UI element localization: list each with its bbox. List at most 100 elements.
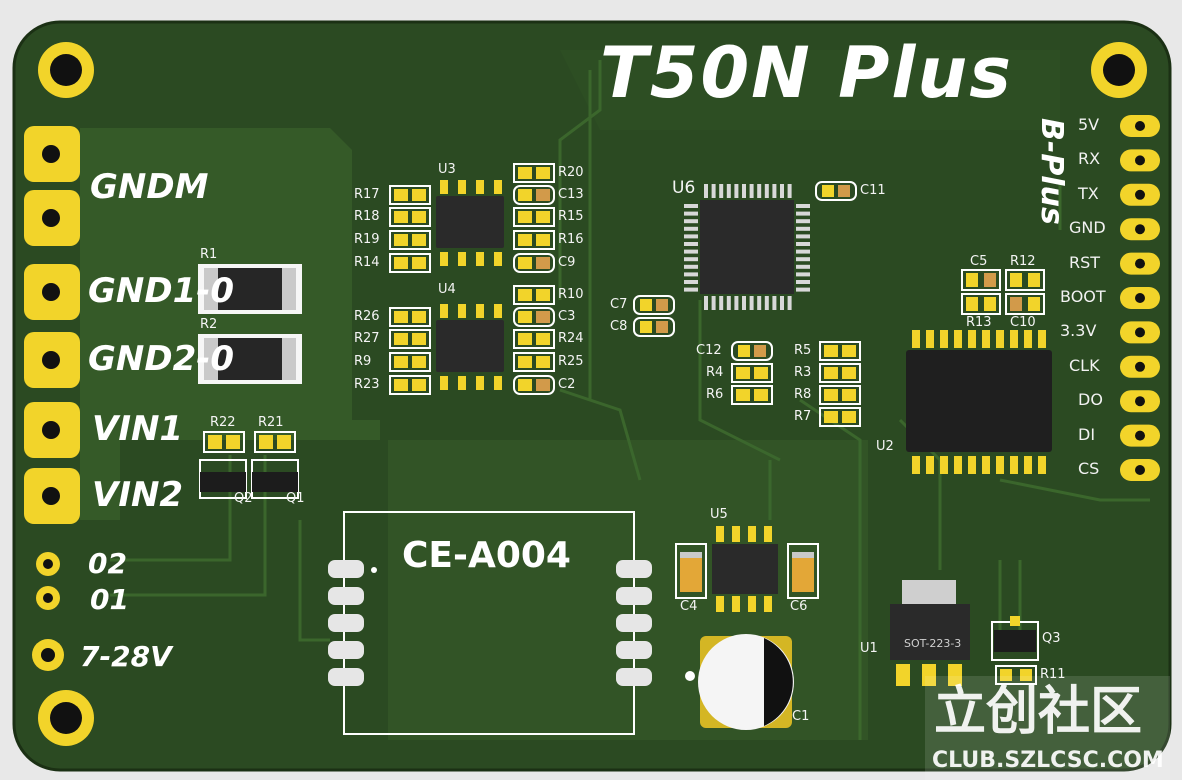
u6-qfp — [684, 184, 810, 310]
mount-hole-tr — [1091, 42, 1147, 98]
designator-r26: R26 — [354, 309, 380, 324]
watermark-sub: CLUB.SZLCSC.COM — [932, 748, 1164, 773]
designator-q3: Q3 — [1042, 631, 1061, 646]
designator-r18: R18 — [354, 209, 380, 224]
header-pad-gnd — [1120, 218, 1160, 241]
r16-footprint — [513, 230, 555, 250]
header-pad-clk — [1120, 355, 1160, 378]
r13-footprint — [961, 293, 1001, 315]
header-pad-tx — [1120, 183, 1160, 206]
copper-pour-top — [560, 50, 1060, 130]
module-label: CE-A004 — [402, 535, 571, 576]
designator-r19: R19 — [354, 232, 380, 247]
label-voltage: 7-28V — [80, 640, 172, 673]
header-pad-5v — [1120, 115, 1160, 137]
c6-tantalum — [787, 543, 819, 599]
designator-r2: R2 — [200, 317, 218, 332]
u3-footprint — [436, 180, 504, 266]
designator-r13: R13 — [966, 315, 992, 330]
board-title: T50N Plus — [600, 32, 1013, 114]
r26-footprint — [389, 307, 431, 327]
header-pads — [1120, 115, 1160, 481]
watermark-backdrop — [925, 676, 1170, 780]
r27-footprint — [389, 329, 431, 349]
r9-footprint — [389, 352, 431, 372]
designator-u1: U1 — [860, 641, 878, 656]
label-gnd1: GND1-0 — [88, 271, 235, 311]
c12-footprint — [731, 341, 773, 361]
header-label-5v: 5V — [1078, 115, 1100, 134]
r12-footprint — [1005, 269, 1045, 291]
resistor-r1 — [198, 264, 302, 314]
designator-c2: C2 — [558, 377, 576, 392]
designator-c4: C4 — [680, 599, 698, 614]
c10-footprint — [1005, 293, 1045, 315]
designator-r23: R23 — [354, 377, 380, 392]
designator-r17: R17 — [354, 187, 380, 202]
header-pad-boot — [1120, 287, 1160, 309]
small-pads — [32, 552, 64, 671]
designator-c1: C1 — [792, 709, 810, 724]
header-pad-rst — [1120, 252, 1160, 275]
c13-footprint — [513, 185, 555, 205]
resistor-r2 — [198, 334, 302, 384]
u1-package-text: SOT-223-3 — [904, 637, 962, 650]
designator-u4: U4 — [438, 282, 456, 297]
watermark-main: 立创社区 — [934, 682, 1143, 742]
r17-footprint — [389, 185, 431, 205]
r8-footprint — [819, 385, 861, 405]
r10-footprint — [513, 285, 555, 305]
designator-c13: C13 — [558, 187, 584, 202]
designator-r24: R24 — [558, 331, 584, 346]
designator-r4: R4 — [706, 365, 724, 380]
r22-footprint — [203, 431, 245, 453]
u4-footprint — [436, 304, 504, 390]
q3-footprint — [991, 616, 1039, 661]
c11-footprint — [815, 181, 857, 201]
board-subtitle: B-Plus — [1034, 118, 1069, 225]
c3-footprint — [513, 307, 555, 327]
designator-r3: R3 — [794, 365, 812, 380]
designator-c5: C5 — [970, 254, 988, 269]
header-label-clk: CLK — [1069, 355, 1100, 375]
designator-r11: R11 — [1040, 667, 1066, 682]
r6-footprint — [731, 385, 773, 405]
label-vin2: VIN2 — [92, 475, 184, 515]
designator-r10: R10 — [558, 287, 584, 302]
header-label-rst: RST — [1069, 252, 1101, 272]
designator-c11: C11 — [860, 183, 886, 198]
r23-footprint — [389, 375, 431, 395]
designator-c9: C9 — [558, 255, 576, 270]
designator-c10: C10 — [1010, 315, 1036, 330]
r4-footprint — [731, 363, 773, 383]
c1-electrolytic — [685, 634, 794, 730]
c4-tantalum — [675, 543, 707, 599]
designator-r15: R15 — [558, 209, 584, 224]
designator-r9: R9 — [354, 354, 372, 369]
designator-u3: U3 — [438, 162, 456, 177]
designator-r6: R6 — [706, 387, 724, 402]
copper-pour-left — [80, 128, 380, 520]
designator-q1: Q1 — [286, 491, 305, 506]
header-pad-di — [1120, 424, 1160, 447]
label-gnd2: GND2-0 — [88, 339, 235, 379]
designator-r14: R14 — [354, 255, 380, 270]
header-pad-cs — [1120, 459, 1160, 481]
designator-c6: C6 — [790, 599, 808, 614]
left-screw-pads — [24, 126, 80, 524]
q2-footprint — [199, 459, 247, 499]
designator-r5: R5 — [794, 343, 812, 358]
mount-hole-bl — [38, 690, 94, 746]
label-o2: 02 — [88, 547, 127, 580]
designator-q2: Q2 — [234, 491, 253, 506]
header-label-33v: 3.3V — [1060, 321, 1097, 341]
designator-r21: R21 — [258, 415, 284, 430]
designator-r8: R8 — [794, 387, 812, 402]
header-label-gnd: GND — [1069, 218, 1106, 238]
u1-sot223 — [890, 580, 970, 686]
header-pad-rx — [1120, 149, 1160, 172]
designator-c12: C12 — [696, 343, 722, 358]
r11-footprint — [995, 665, 1037, 685]
c7-footprint — [633, 295, 675, 315]
